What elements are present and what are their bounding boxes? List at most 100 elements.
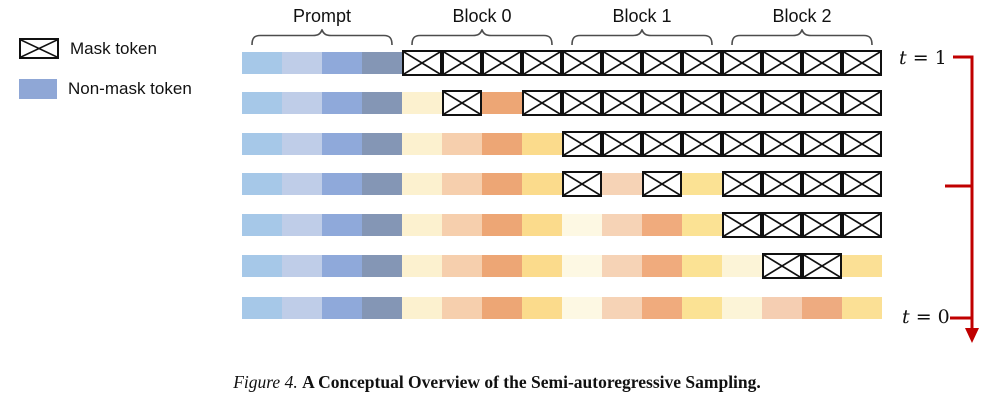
mask-token-cell (522, 90, 562, 116)
token-cell-a2 (442, 255, 482, 277)
legend-item-mask-token: Mask token (19, 38, 157, 59)
token-cell-p2 (282, 133, 322, 155)
mask-token-cell (762, 171, 802, 197)
mask-token-cell (762, 253, 802, 279)
mask-token-cell (802, 253, 842, 279)
legend-label-mask-token: Mask token (70, 38, 157, 58)
mask-token-cell (642, 171, 682, 197)
time-axis-arrow (945, 55, 979, 343)
mask-token-cell (722, 50, 762, 76)
token-cell-b3 (642, 255, 682, 277)
token-cell-p3 (322, 173, 362, 195)
mask-token-cell (842, 90, 882, 116)
token-cell-p3 (322, 133, 362, 155)
token-cell-b4 (682, 297, 722, 319)
token-cell-a1 (402, 214, 442, 236)
legend-item-nonmask-token: Non-mask token (19, 79, 192, 99)
token-cell-a3 (482, 92, 522, 114)
token-cell-p1 (242, 255, 282, 277)
group-label-block-0: Block 0 (452, 6, 512, 26)
token-cell-b2 (602, 297, 642, 319)
token-cell-a3 (482, 214, 522, 236)
mask-token-cell (682, 50, 722, 76)
mask-token-cell (842, 131, 882, 157)
mask-token-cell (722, 90, 762, 116)
token-cell-c4 (842, 297, 882, 319)
token-cell-p4 (362, 214, 402, 236)
mask-token-cell (602, 131, 642, 157)
brace-block-0 (411, 29, 553, 46)
mask-token-cell (722, 171, 762, 197)
token-cell-p4 (362, 133, 402, 155)
group-label-block-1: Block 1 (612, 6, 672, 26)
mask-token-cell (802, 212, 842, 238)
token-cell-b2 (602, 173, 642, 195)
brace-prompt (251, 29, 393, 46)
token-cell-p1 (242, 92, 282, 114)
mask-token-cell (402, 50, 442, 76)
group-label-block-2: Block 2 (772, 6, 832, 26)
token-cell-a4 (522, 214, 562, 236)
brace-block-1 (571, 29, 713, 46)
token-cell-a1 (402, 173, 442, 195)
mask-token-cell (682, 90, 722, 116)
token-cell-b4 (682, 173, 722, 195)
mask-token-cell (642, 90, 682, 116)
token-cell-b2 (602, 255, 642, 277)
token-cell-p1 (242, 214, 282, 236)
token-cell-b1 (562, 214, 602, 236)
mask-token-cell (722, 131, 762, 157)
mask-token-cell (762, 131, 802, 157)
token-cell-p1 (242, 133, 282, 155)
mask-token-cell (762, 50, 802, 76)
token-cell-p2 (282, 52, 322, 74)
token-cell-b4 (682, 214, 722, 236)
mask-token-cell (682, 131, 722, 157)
token-cell-a2 (442, 297, 482, 319)
token-cell-b1 (562, 297, 602, 319)
token-cell-p2 (282, 173, 322, 195)
mask-token-cell (762, 90, 802, 116)
token-cell-p2 (282, 92, 322, 114)
token-cell-a1 (402, 297, 442, 319)
token-cell-p4 (362, 255, 402, 277)
token-cell-p4 (362, 297, 402, 319)
token-cell-a1 (402, 133, 442, 155)
token-cell-c3 (802, 297, 842, 319)
mask-token-cell (842, 212, 882, 238)
token-cell-p4 (362, 52, 402, 74)
mask-token-cell (482, 50, 522, 76)
token-cell-b4 (682, 255, 722, 277)
token-cell-p2 (282, 214, 322, 236)
token-cell-a4 (522, 297, 562, 319)
token-cell-p3 (322, 297, 362, 319)
mask-token-cell (642, 131, 682, 157)
token-cell-a3 (482, 133, 522, 155)
mask-token-cell (522, 50, 562, 76)
token-cell-b3 (642, 214, 682, 236)
token-cell-b3 (642, 297, 682, 319)
token-cell-p2 (282, 255, 322, 277)
group-label-prompt: Prompt (292, 6, 352, 26)
token-cell-p4 (362, 92, 402, 114)
token-cell-c1 (722, 255, 762, 277)
token-cell-p1 (242, 297, 282, 319)
caption-title: A Conceptual Overview of the Semi-autore… (302, 372, 761, 392)
token-cell-b2 (602, 214, 642, 236)
time-label-t1: t = 1 (899, 47, 947, 69)
mask-token-cell (802, 171, 842, 197)
token-cell-a4 (522, 133, 562, 155)
token-cell-p3 (322, 214, 362, 236)
token-cell-a3 (482, 255, 522, 277)
mask-token-icon (19, 38, 59, 59)
token-cell-p3 (322, 92, 362, 114)
token-cell-p1 (242, 173, 282, 195)
token-cell-p3 (322, 255, 362, 277)
token-cell-a4 (522, 173, 562, 195)
figure-caption: Figure 4. A Conceptual Overview of the S… (0, 372, 994, 393)
mask-token-cell (842, 50, 882, 76)
mask-token-cell (602, 50, 642, 76)
token-cell-p1 (242, 52, 282, 74)
token-cell-p3 (322, 52, 362, 74)
